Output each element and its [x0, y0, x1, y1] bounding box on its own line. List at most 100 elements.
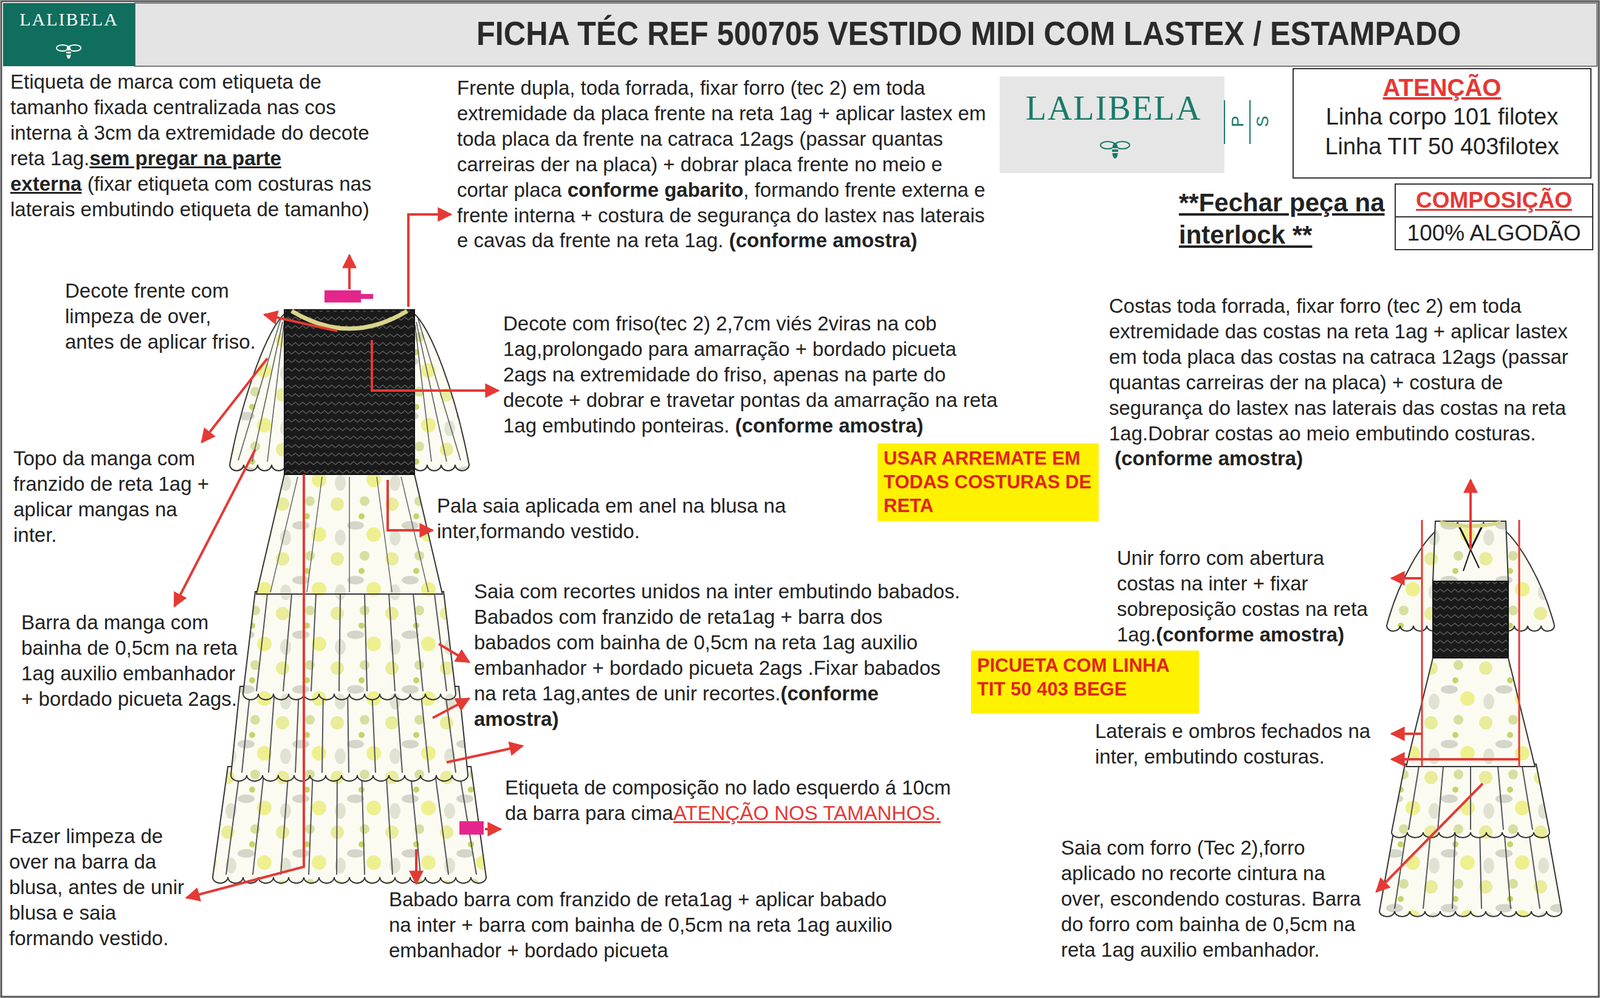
- note-text: ATENÇÃO NOS TAMANHOS.: [673, 802, 941, 825]
- skirt-yoke: [1406, 658, 1535, 767]
- note-text: Costas toda forrada, fixar forro (tec 2)…: [1109, 294, 1569, 445]
- marking-line: [1421, 520, 1520, 767]
- note-text: (conforme amostra): [1155, 623, 1345, 646]
- note-text: Decote frente com limpeza de over, antes…: [65, 279, 256, 354]
- callout-note: Babado barra com franzido de reta1ag + a…: [388, 887, 894, 964]
- front-dress: [212, 290, 487, 884]
- neck-binding: [291, 311, 408, 329]
- note-text: (conforme amostra): [1114, 447, 1303, 470]
- callout-note: Fazer limpeza de over na barra da blusa,…: [9, 824, 192, 952]
- note-text: (conforme amostra): [729, 229, 918, 252]
- smocked-bodice: [1432, 581, 1509, 659]
- box-heading: PICUETA COM LINHA TIT 50 403 BEGE: [977, 654, 1193, 702]
- leader-arrow: [1469, 480, 1472, 550]
- note-text: Saia com recortes unidos na inter embuti…: [473, 580, 961, 705]
- leader-arrow: [264, 314, 338, 332]
- leader-arrow: [1376, 783, 1483, 893]
- ruffle-tier: [230, 686, 468, 782]
- ruffle-tier: [243, 591, 456, 701]
- leader-arrow: [387, 480, 433, 531]
- note-text: Pala saia aplicada em anel na blusa na i…: [436, 494, 786, 543]
- leader-arrow: [438, 644, 470, 663]
- leader-arrow: [484, 828, 501, 831]
- sheet-title: FICHA TÉC REF 500705 VESTIDO MIDI COM LA…: [476, 14, 1461, 53]
- ruffle-tier: [1379, 826, 1562, 917]
- leader-arrow: [432, 698, 470, 719]
- note-text: Topo da manga com franzido de reta 1ag +…: [13, 447, 210, 547]
- leader-arrow: [1391, 732, 1422, 736]
- size-label: [360, 294, 374, 299]
- neck-tie: [1463, 549, 1480, 572]
- composition-box: COMPOSIÇÃO100% ALGODÃO: [1394, 183, 1594, 251]
- brand-label: [324, 290, 361, 303]
- logo-ground: [999, 76, 1225, 174]
- note-text: Saia com forro (Tec 2),forro aplicado no…: [1060, 836, 1361, 962]
- pleat-lines: [256, 594, 447, 692]
- callout-note: Barra da manga com bainha de 0,5cm na re…: [21, 610, 241, 713]
- smocked-bodice: [284, 309, 415, 475]
- leader-arrow: [348, 255, 351, 290]
- leader-arrow: [1391, 577, 1422, 580]
- notice-box: ATENÇÃOLinha corpo 101 filotex Linha TIT…: [1292, 68, 1592, 179]
- logo-ground: [3, 3, 135, 67]
- pleat-lines: [1408, 766, 1533, 831]
- callout-note: Decote frente com limpeza de over, antes…: [65, 278, 260, 355]
- title-band: [134, 3, 1597, 67]
- leader-arrow: [446, 746, 523, 763]
- highlight-note: PICUETA COM LINHA TIT 50 403 BEGE: [971, 650, 1199, 715]
- box-text: Linha corpo 101 filotex Linha TIT 50 403…: [1298, 102, 1586, 163]
- sleeve: [1386, 527, 1441, 632]
- callout-note: Laterais e ombros fechados na inter, emb…: [1095, 718, 1387, 770]
- box-heading: ATENÇÃO: [1298, 72, 1586, 103]
- callout-note: **Fechar peça na interlock **: [1178, 186, 1392, 252]
- bee-icon: [1100, 141, 1130, 159]
- leader-arrow: [371, 340, 499, 391]
- note-text: Barra da manga com bainha de 0,5cm na re…: [21, 611, 238, 711]
- leader-arrow: [1391, 758, 1520, 761]
- callout-note: Costas toda forrada, fixar forro (tec 2)…: [1109, 293, 1590, 472]
- callout-note: Etiqueta de composição no lado esquerdo …: [504, 775, 958, 827]
- bee-body: [1112, 142, 1119, 159]
- callout-note: Frente dupla, toda forrada, fixar forro …: [456, 75, 998, 254]
- note-text: **Fechar peça na interlock **: [1178, 188, 1385, 250]
- leader-arrow: [415, 849, 418, 885]
- callout-note: Pala saia aplicada em anel na blusa na i…: [436, 493, 808, 545]
- note-text: Fazer limpeza de over na barra da blusa,…: [9, 825, 185, 950]
- bee-stripe: [1112, 148, 1119, 153]
- bee-icon: [56, 44, 81, 59]
- box-heading: USAR ARREMATE EM TODAS COSTURAS DE RETA: [883, 447, 1093, 518]
- callout-note: Saia com recortes unidos na inter embuti…: [473, 579, 964, 732]
- note-text: Laterais e ombros fechados na inter, emb…: [1095, 720, 1371, 769]
- pleat-lines: [226, 769, 477, 876]
- skirt-yoke: [256, 474, 443, 595]
- leader-arrow: [186, 474, 304, 899]
- note-text: (conforme amostra): [735, 414, 924, 437]
- ruffle-tier: [1391, 764, 1550, 838]
- callout-note: Topo da manga com franzido de reta 1ag +…: [13, 446, 224, 549]
- note-text: Babado barra com franzido de reta1ag + a…: [388, 888, 893, 962]
- sleeve: [1500, 527, 1555, 632]
- callout-note: Decote com friso(tec 2) 2,7cm viés 2vira…: [503, 311, 1005, 439]
- leader-arrow: [201, 358, 268, 443]
- callout-note: Saia com forro (Tec 2),forro aplicado no…: [1060, 835, 1371, 964]
- note-text: conforme gabarito: [567, 178, 744, 202]
- leader-arrow: [408, 214, 451, 307]
- box-text: 100% ALGODÃO: [1395, 217, 1593, 250]
- bee-stripe: [66, 51, 72, 55]
- brand-logo: LALIBELAPS: [999, 76, 1276, 174]
- callout-note: Unir forro com abertura costas na inter …: [1116, 545, 1385, 648]
- pleat-lines: [1394, 828, 1540, 910]
- callout-note: Etiqueta de marca com etiqueta de tamanh…: [10, 69, 391, 222]
- box-text: P: [1225, 109, 1250, 134]
- back-dress: [1379, 520, 1562, 917]
- bee-body: [66, 45, 72, 59]
- box-heading: LALIBELA: [1008, 89, 1219, 128]
- logo-divider: [1224, 100, 1250, 145]
- highlight-note: USAR ARREMATE EM TODAS COSTURAS DE RETA: [877, 443, 1099, 522]
- composition-label: [459, 821, 484, 835]
- box-heading: COMPOSIÇÃO: [1395, 184, 1593, 218]
- box-heading: LALIBELA: [3, 9, 135, 30]
- ruffle-tier: [212, 766, 487, 884]
